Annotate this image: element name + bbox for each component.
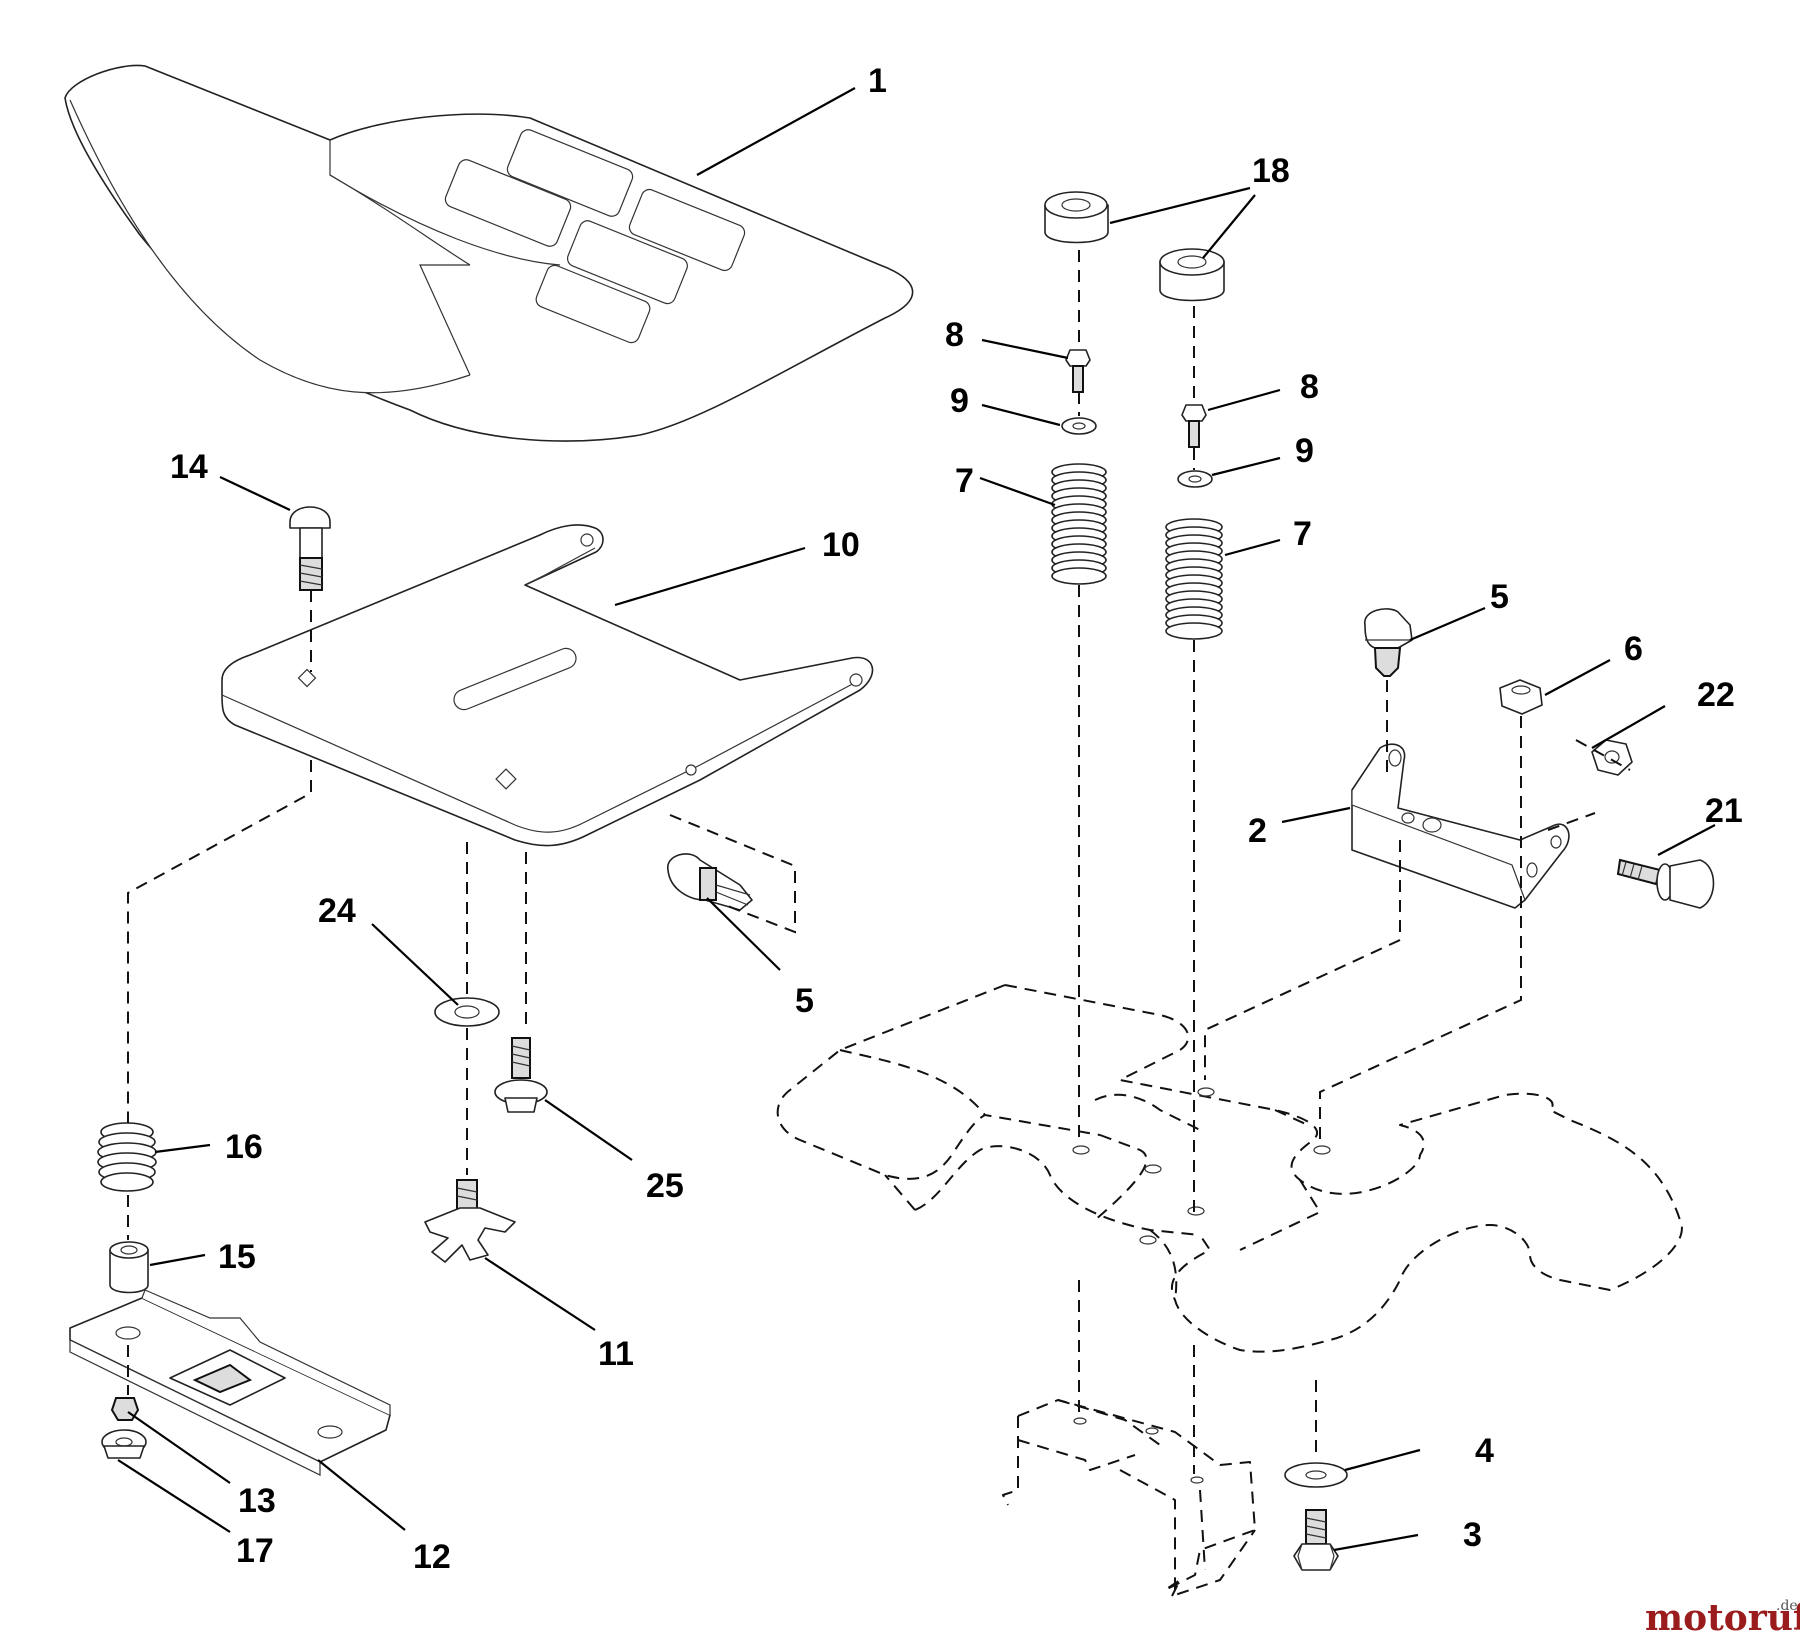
callout-25: 25 — [646, 1167, 684, 1205]
callout-16: 16 — [225, 1128, 263, 1166]
bolt-8-left — [1065, 349, 1091, 393]
callout-5-left: 5 — [795, 982, 814, 1020]
callout-4: 4 — [1475, 1432, 1494, 1470]
seat-pan — [221, 524, 874, 847]
callout-3: 3 — [1463, 1516, 1482, 1554]
spring-7-left — [1051, 463, 1107, 585]
callout-22: 22 — [1697, 676, 1735, 714]
spring-coil — [1165, 622, 1223, 640]
callout-9-right: 9 — [1295, 432, 1314, 470]
callout-2: 2 — [1248, 812, 1267, 850]
slide-rail — [69, 1289, 391, 1476]
seat-switch-bracket — [1351, 743, 1570, 909]
svg-text:.de: .de — [1776, 1598, 1798, 1614]
callout-15: 15 — [218, 1238, 256, 1276]
callout-17: 17 — [236, 1532, 274, 1570]
spring-16 — [97, 1122, 157, 1192]
motoruf-watermark: motoruf .de — [1645, 1597, 1800, 1639]
callout-10: 10 — [822, 526, 860, 564]
washer-9-right — [1177, 470, 1213, 488]
bolt-3 — [1293, 1509, 1339, 1571]
callout-21: 21 — [1705, 792, 1743, 830]
callout-18: 18 — [1252, 152, 1290, 190]
bolt-8-right — [1181, 404, 1207, 448]
seat-switch-clip-right — [1364, 608, 1413, 677]
callout-11: 11 — [598, 1335, 634, 1373]
callout-5-right: 5 — [1490, 578, 1509, 616]
callout-12: 12 — [413, 1538, 451, 1576]
washer-4 — [1284, 1462, 1348, 1488]
nut-22 — [1591, 739, 1633, 776]
callout-1: 1 — [868, 62, 887, 100]
spacer-15 — [109, 1241, 149, 1294]
callout-labels: 1 18 8 8 9 9 7 7 14 10 5 6 22 2 21 24 5 … — [170, 62, 1743, 1576]
bushing-18-right — [1159, 248, 1225, 302]
shoulder-bolt-21 — [1616, 858, 1715, 909]
seat-switch-clip-left — [667, 853, 753, 911]
callout-6: 6 — [1624, 630, 1643, 668]
callout-9-left: 9 — [950, 382, 969, 420]
callout-24: 24 — [318, 892, 356, 930]
bushing-18-left — [1044, 191, 1109, 244]
carriage-bolt — [289, 506, 331, 591]
assembly-lines — [127, 250, 1631, 1474]
seat — [64, 64, 914, 442]
locknut-17 — [101, 1429, 147, 1459]
callout-7-right: 7 — [1293, 515, 1312, 553]
washer-24 — [434, 997, 500, 1027]
spring-coil — [1051, 567, 1107, 585]
shoulder-bolt-25 — [494, 1037, 548, 1113]
callout-14: 14 — [170, 448, 208, 486]
callout-8-right: 8 — [1300, 368, 1319, 406]
callout-13: 13 — [238, 1482, 276, 1520]
spring-7-right — [1165, 518, 1223, 640]
lower-bracket-phantom — [1002, 1399, 1256, 1601]
svg-text:motoruf: motoruf — [1645, 1597, 1800, 1639]
locknut-6 — [1499, 679, 1543, 715]
adjustment-knob — [424, 1179, 516, 1263]
callout-7-left: 7 — [955, 462, 974, 500]
callout-8-left: 8 — [945, 316, 964, 354]
washer-9-left — [1061, 417, 1097, 435]
leader-lines — [117, 87, 1716, 1552]
tractor-fender-phantom — [776, 984, 1683, 1353]
